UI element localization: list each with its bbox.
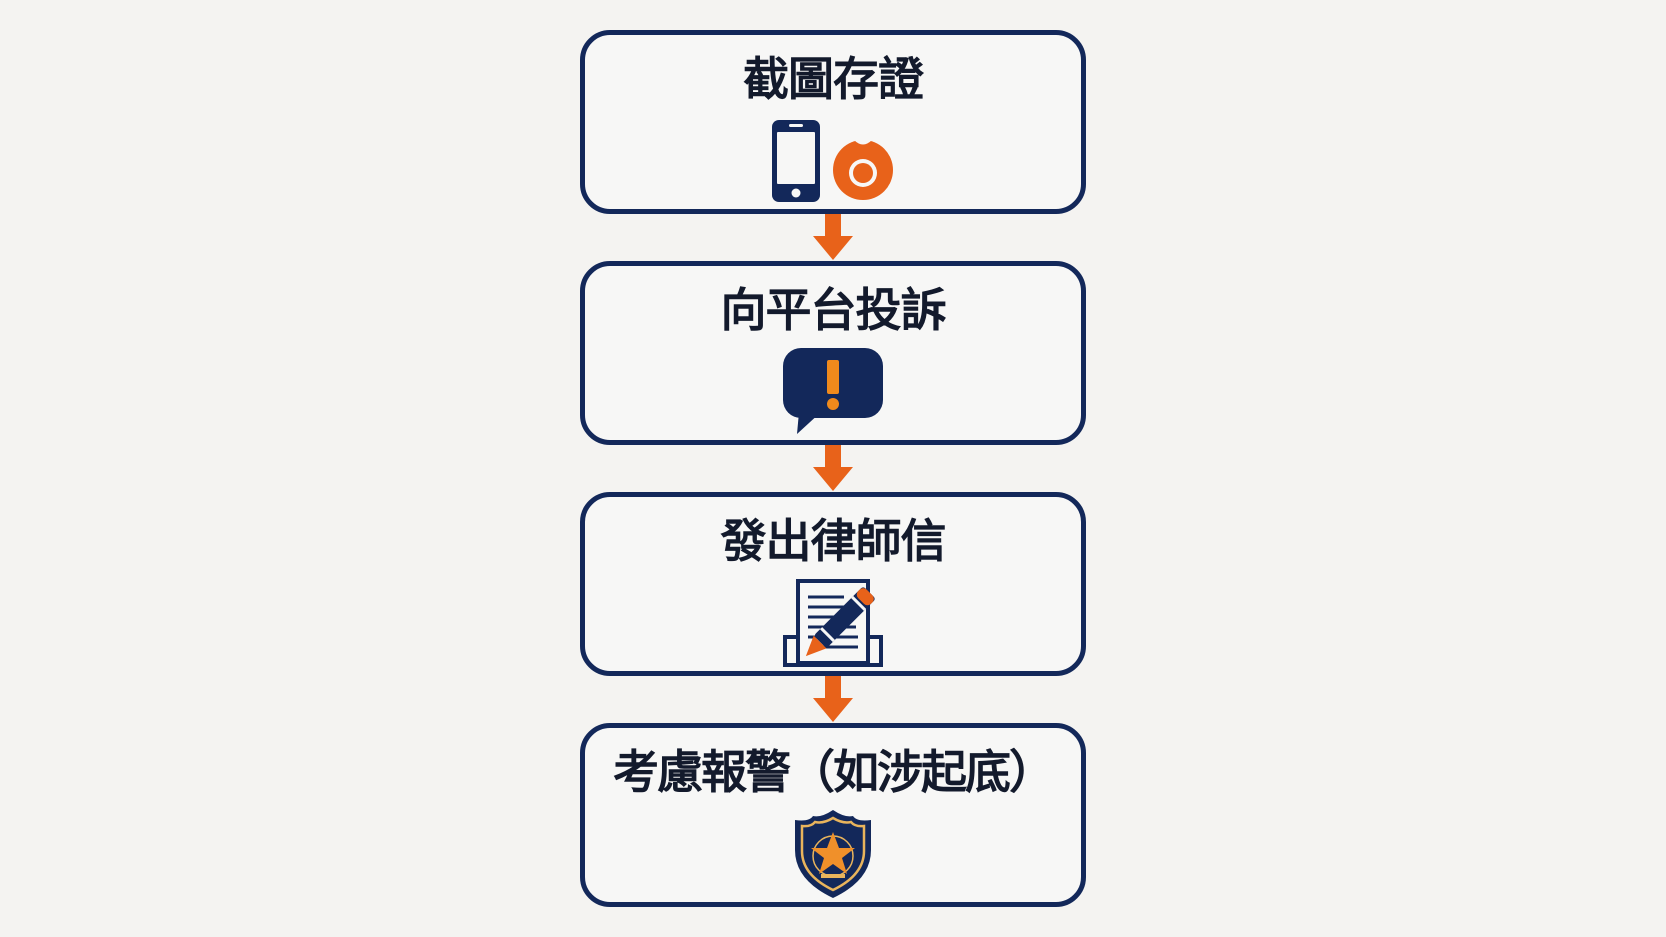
camera-shutter-icon xyxy=(833,140,893,200)
step-icons xyxy=(585,808,1081,900)
step-title: 考慮報警（如涉起底） xyxy=(613,745,1055,799)
step-icons xyxy=(585,115,1081,207)
step-report-police: 考慮報警（如涉起底） xyxy=(580,723,1086,907)
arrow-down-icon xyxy=(813,445,853,491)
step-title: 發出律師信 xyxy=(720,514,947,568)
document-pen-icon xyxy=(783,579,883,667)
alert-speech-bubble-icon xyxy=(783,348,883,434)
step-icons xyxy=(585,346,1081,438)
step-icons xyxy=(585,577,1081,669)
step-title: 向平台投訴 xyxy=(720,283,947,337)
step-title: 截圖存證 xyxy=(743,52,924,106)
arrow-down-icon xyxy=(813,676,853,722)
arrow-down-icon xyxy=(813,214,853,260)
step-screenshot-evidence: 截圖存證 xyxy=(580,30,1086,214)
step-lawyer-letter: 發出律師信 xyxy=(580,492,1086,676)
phone-icon xyxy=(772,120,820,202)
step-platform-complaint: 向平台投訴 xyxy=(580,261,1086,445)
police-badge-icon xyxy=(795,810,871,898)
